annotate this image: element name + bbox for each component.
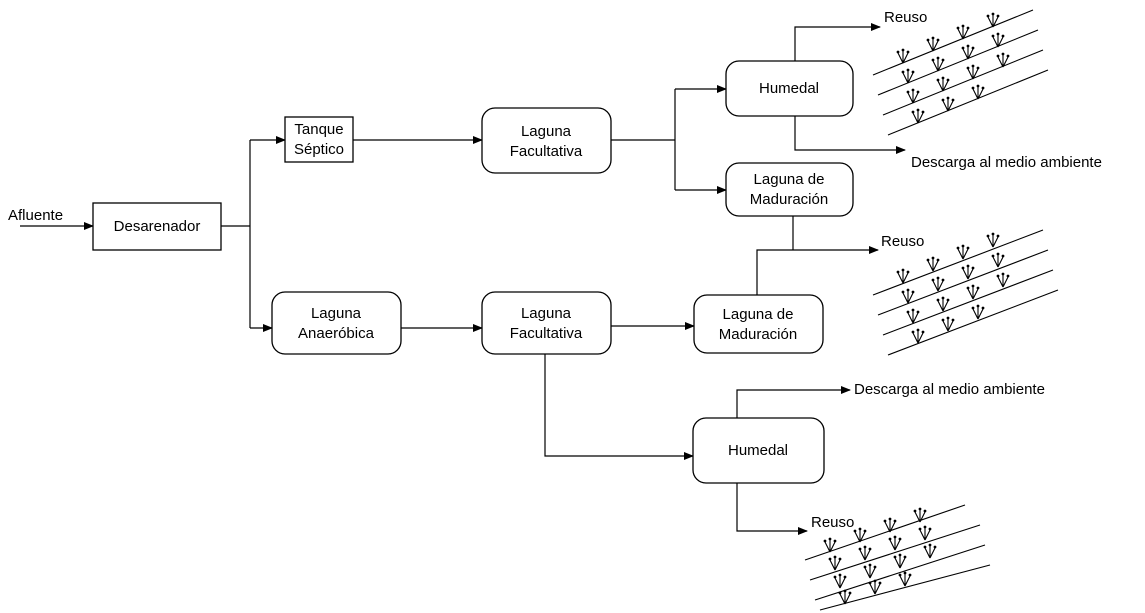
laguna-maduracion-top-label-line1: Laguna de (754, 171, 825, 188)
desarenador-label: Desarenador (114, 218, 201, 235)
arrow-icon (736, 386, 851, 418)
tanque-septico-label-line2: Séptico (294, 141, 344, 158)
descarga-label-1: Descarga al medio ambiente (911, 154, 1102, 171)
humedal-bottom-label: Humedal (728, 442, 788, 459)
laguna-maduracion-bottom-box (693, 294, 824, 354)
laguna-facultativa-bottom-box (481, 291, 612, 355)
laguna-facultativa-bottom-label-line1: Laguna (521, 305, 572, 322)
laguna-maduracion-bottom-label-line1: Laguna de (723, 306, 794, 323)
laguna-maduracion-bottom-label-line2: Maduración (719, 326, 797, 343)
node-afluente: Afluente (8, 207, 63, 224)
laguna-anaerobica-label-line2: Anaeróbica (298, 325, 375, 342)
laguna-facultativa-top-label-line1: Laguna (521, 123, 572, 140)
node-laguna-anaerobica: Laguna Anaeróbica (271, 291, 402, 355)
irrigation-field-icon (872, 9, 1049, 136)
afluente-label: Afluente (8, 207, 63, 224)
laguna-maduracion-top-box (725, 162, 854, 217)
node-laguna-facultativa-top: Laguna Facultativa (481, 107, 612, 174)
arrow-icon (794, 23, 881, 61)
node-laguna-maduracion-top: Laguna de Maduración (725, 162, 854, 217)
node-tanque-septico: Tanque Séptico (284, 116, 354, 163)
node-humedal-bottom: Humedal (692, 417, 825, 484)
connectors (20, 23, 906, 535)
laguna-anaerobica-box (271, 291, 402, 355)
reuso-label-2: Reuso (881, 233, 924, 250)
arrow-icon (794, 116, 906, 154)
node-desarenador: Desarenador (92, 202, 222, 251)
irrigation-field-icon (804, 504, 991, 611)
laguna-maduracion-top-label-line2: Maduración (750, 191, 828, 208)
irrigation-field-icon (872, 229, 1059, 356)
node-laguna-maduracion-bottom: Laguna de Maduración (693, 294, 824, 354)
reuso-label-3: Reuso (811, 514, 854, 531)
arrow-icon (544, 354, 694, 460)
node-humedal-top: Humedal (725, 60, 854, 117)
descarga-label-2: Descarga al medio ambiente (854, 381, 1045, 398)
arrow-icon (756, 246, 879, 295)
laguna-anaerobica-label-line1: Laguna (311, 305, 362, 322)
desarenador-box (92, 202, 222, 251)
reuso-label-1: Reuso (884, 9, 927, 26)
laguna-facultativa-top-label-line2: Facultativa (510, 143, 583, 160)
laguna-facultativa-bottom-label-line2: Facultativa (510, 325, 583, 342)
humedal-top-box (725, 60, 854, 117)
reed-plant-icon (896, 12, 1010, 124)
laguna-facultativa-top-box (481, 107, 612, 174)
node-laguna-facultativa-bottom: Laguna Facultativa (481, 291, 612, 355)
tanque-septico-label-line1: Tanque (294, 121, 343, 138)
humedal-bottom-box (692, 417, 825, 484)
tanque-septico-box (284, 116, 354, 163)
humedal-top-label: Humedal (759, 80, 819, 97)
arrow-icon (736, 483, 808, 535)
